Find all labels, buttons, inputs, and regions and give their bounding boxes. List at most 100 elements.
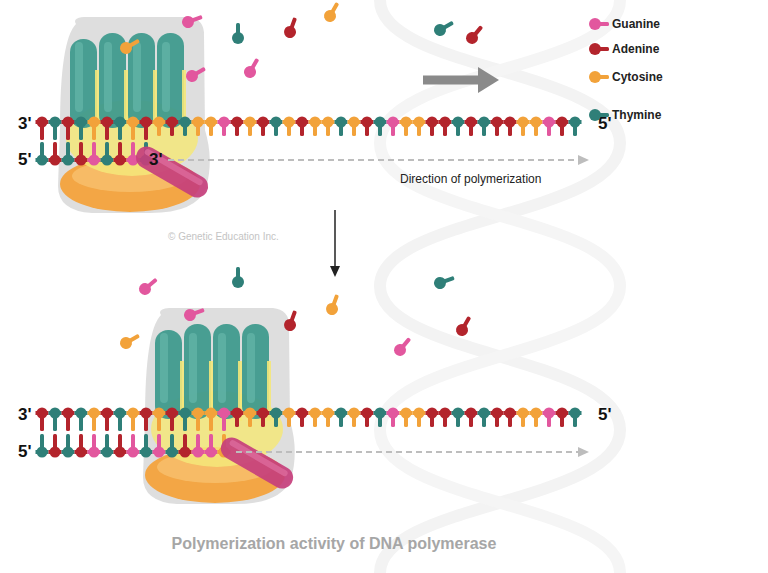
template-nucleotide xyxy=(504,117,517,137)
template-nucleotide xyxy=(491,117,504,137)
thumb-body xyxy=(217,433,297,492)
sugar-phosphate xyxy=(401,117,412,128)
new-nucleotide xyxy=(140,434,153,458)
sugar-phosphate xyxy=(206,408,217,419)
new-nucleotide xyxy=(127,434,140,458)
free-nucleotide xyxy=(232,23,244,44)
template-nucleotide xyxy=(465,117,478,137)
sugar-phosphate xyxy=(505,117,516,128)
free-nucleotide xyxy=(242,56,263,80)
nucleotide-head xyxy=(242,64,258,80)
sugar-phosphate xyxy=(37,408,48,419)
template-nucleotide xyxy=(205,117,218,137)
sugar-phosphate xyxy=(63,117,74,128)
sugar-phosphate xyxy=(76,117,87,128)
sugar-phosphate xyxy=(375,117,386,128)
sugar-phosphate xyxy=(349,408,360,419)
sugar-phosphate xyxy=(102,447,113,458)
sugar-phosphate xyxy=(297,408,308,419)
free-nucleotide xyxy=(464,23,487,47)
direction-arrow xyxy=(423,76,482,85)
sugar-phosphate xyxy=(115,408,126,419)
template-nucleotide xyxy=(348,117,361,137)
template-nucleotide xyxy=(387,117,400,137)
template-nucleotide xyxy=(153,117,166,137)
template-nucleotide xyxy=(322,117,335,137)
template-nucleotide xyxy=(166,117,179,137)
background-helix xyxy=(380,0,620,573)
template-nucleotide xyxy=(361,408,374,428)
strand-end-label: 3' xyxy=(18,405,32,425)
helix-strand xyxy=(380,0,620,573)
sugar-phosphate xyxy=(89,408,100,419)
enzyme-front-layer xyxy=(132,142,297,492)
new-nucleotide xyxy=(88,434,101,458)
template-nucleotide xyxy=(179,408,192,432)
template-nucleotide xyxy=(361,117,374,137)
sugar-phosphate xyxy=(76,408,87,419)
template-nucleotide xyxy=(140,117,153,141)
new-nucleotide xyxy=(62,434,75,458)
sugar-phosphate xyxy=(492,408,503,419)
sugar-phosphate xyxy=(180,408,191,419)
sugar-phosphate xyxy=(310,408,321,419)
template-nucleotide xyxy=(348,408,361,428)
legend-label: Thymine xyxy=(612,107,661,123)
sugar-phosphate xyxy=(518,117,529,128)
free-nucleotide xyxy=(118,330,142,351)
step-arrow xyxy=(334,210,336,268)
sugar-phosphate xyxy=(336,117,347,128)
sugar-phosphate xyxy=(154,447,165,458)
template-nucleotide xyxy=(543,408,556,428)
sugar-phosphate xyxy=(63,408,74,419)
nucleotide-head xyxy=(392,342,409,359)
template-nucleotide xyxy=(569,117,582,137)
sugar-phosphate xyxy=(37,117,48,128)
sugar-phosphate xyxy=(531,408,542,419)
template-nucleotide xyxy=(153,408,166,432)
sugar-phosphate xyxy=(76,155,87,166)
sugar-phosphate xyxy=(154,408,165,419)
sugar-phosphate xyxy=(479,117,490,128)
thumb-highlight xyxy=(229,439,289,477)
sugar-phosphate xyxy=(219,117,230,128)
nucleotide-head xyxy=(118,40,134,56)
sugar-phosphate xyxy=(167,408,178,419)
sugar-phosphate xyxy=(89,155,100,166)
sugar-phosphate xyxy=(128,447,139,458)
free-nucleotide xyxy=(184,63,208,84)
free-nucleotide xyxy=(432,17,456,38)
free-nucleotide xyxy=(322,0,343,24)
template-nucleotide xyxy=(140,408,153,432)
template-nucleotide xyxy=(36,117,49,141)
dna-layer xyxy=(36,117,582,458)
sugar-phosphate xyxy=(362,408,373,419)
swatch-head xyxy=(589,18,601,30)
sugar-phosphate xyxy=(271,408,282,419)
sugar-phosphate xyxy=(245,408,256,419)
template-nucleotide xyxy=(426,117,439,137)
arrows xyxy=(168,67,589,457)
nucleotide-head xyxy=(432,275,447,290)
sugar-phosphate xyxy=(206,117,217,128)
free-nucleotide xyxy=(180,11,204,29)
free-nucleotide xyxy=(324,293,342,317)
sugar-phosphate xyxy=(427,408,438,419)
direction-label: Direction of polymerization xyxy=(400,172,541,186)
enzyme-finger xyxy=(242,324,269,419)
sugar-phosphate xyxy=(323,117,334,128)
template-nucleotide xyxy=(114,408,127,432)
legend-swatch xyxy=(588,106,612,124)
finger-highlight xyxy=(75,42,83,112)
template-nucleotide xyxy=(400,117,413,137)
sugar-phosphate xyxy=(128,408,139,419)
nucleotide-head xyxy=(182,307,197,322)
sugar-phosphate xyxy=(362,117,373,128)
nucleotide-head xyxy=(232,276,244,288)
free-nucleotide xyxy=(137,275,161,298)
nucleotide-head xyxy=(464,30,481,47)
sugar-phosphate xyxy=(388,117,399,128)
finger-highlight xyxy=(133,42,141,112)
template-nucleotide xyxy=(439,408,452,428)
